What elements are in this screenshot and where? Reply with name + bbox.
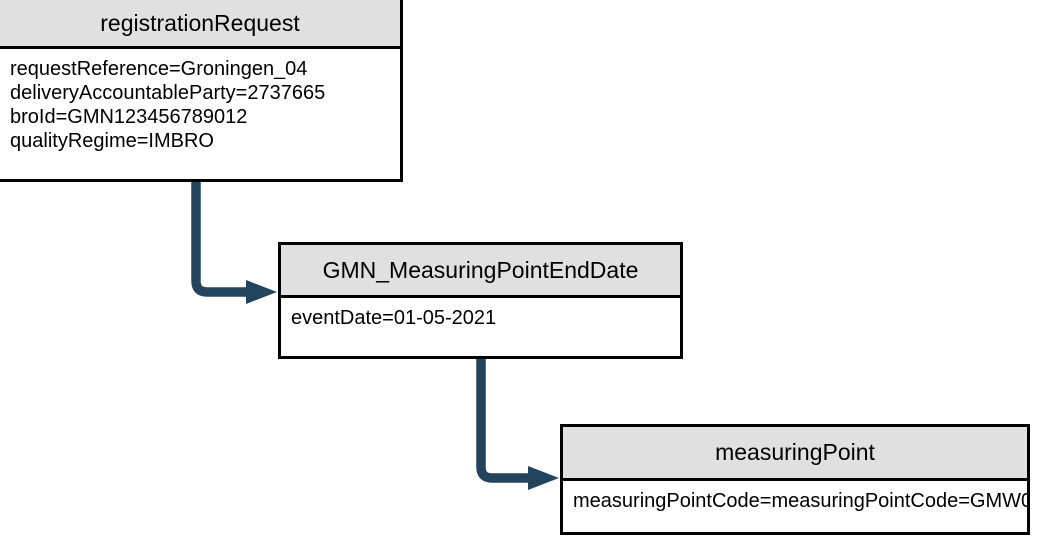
connector-registration-to-end-date	[191, 180, 277, 304]
object-title-measuring-point-end-date: GMN_MeasuringPointEndDate	[281, 245, 680, 298]
attribute-quality-regime: qualityRegime=IMBRO	[10, 130, 214, 152]
object-attributes-measuring-point-end-date: eventDate=01-05-2021	[281, 298, 680, 356]
attribute-request-reference: requestReference=Groningen_04	[10, 58, 308, 80]
connector-end-date-to-measuring-point	[476, 356, 559, 490]
object-attributes-measuring-point: measuringPointCode=measuringPointCode=GM…	[563, 481, 1027, 532]
object-box-measuring-point: measuringPoint measuringPointCode=measur…	[560, 424, 1030, 535]
object-attributes-registration-request: requestReference=Groningen_04 deliveryAc…	[0, 49, 400, 179]
connector-2-shaft	[476, 356, 530, 483]
connector-1-arrowhead	[246, 280, 277, 304]
connector-1-shaft	[191, 180, 248, 297]
object-title-registration-request: registrationRequest	[0, 0, 400, 49]
connector-2-arrowhead	[528, 466, 559, 490]
object-title-measuring-point: measuringPoint	[563, 427, 1027, 481]
attribute-bro-id: broId=GMN123456789012	[10, 106, 248, 128]
attribute-delivery-accountable-party: deliveryAccountableParty=2737665	[10, 82, 326, 104]
object-box-registration-request: registrationRequest requestReference=Gro…	[0, 0, 403, 182]
object-box-measuring-point-end-date: GMN_MeasuringPointEndDate eventDate=01-0…	[278, 242, 683, 359]
attribute-measuring-point-code: measuringPointCode=measuringPointCode=GM…	[573, 490, 1027, 512]
attribute-event-date: eventDate=01-05-2021	[291, 307, 497, 329]
